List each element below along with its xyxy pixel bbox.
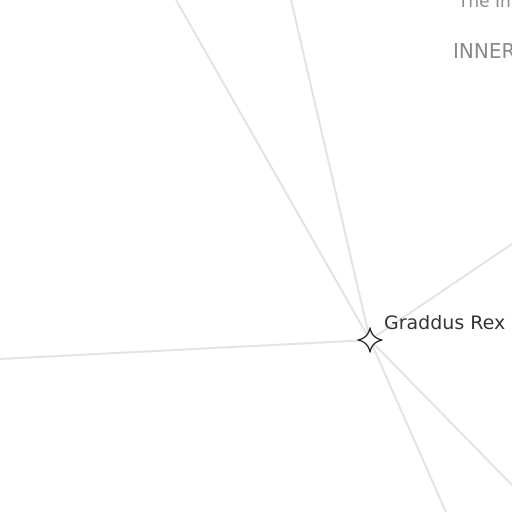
system-label[interactable]: Graddus Rex <box>384 312 506 334</box>
route-line-south <box>369 339 447 512</box>
region-name: INNER <box>453 39 512 63</box>
route-line-west <box>0 339 371 360</box>
four-point-star-icon[interactable] <box>357 327 383 353</box>
route-line-north <box>290 0 371 341</box>
route-line-northeast <box>369 243 512 341</box>
route-line-northwest <box>175 0 371 341</box>
region-label-partial: The In <box>458 0 511 12</box>
route-line-southeast <box>369 339 512 486</box>
